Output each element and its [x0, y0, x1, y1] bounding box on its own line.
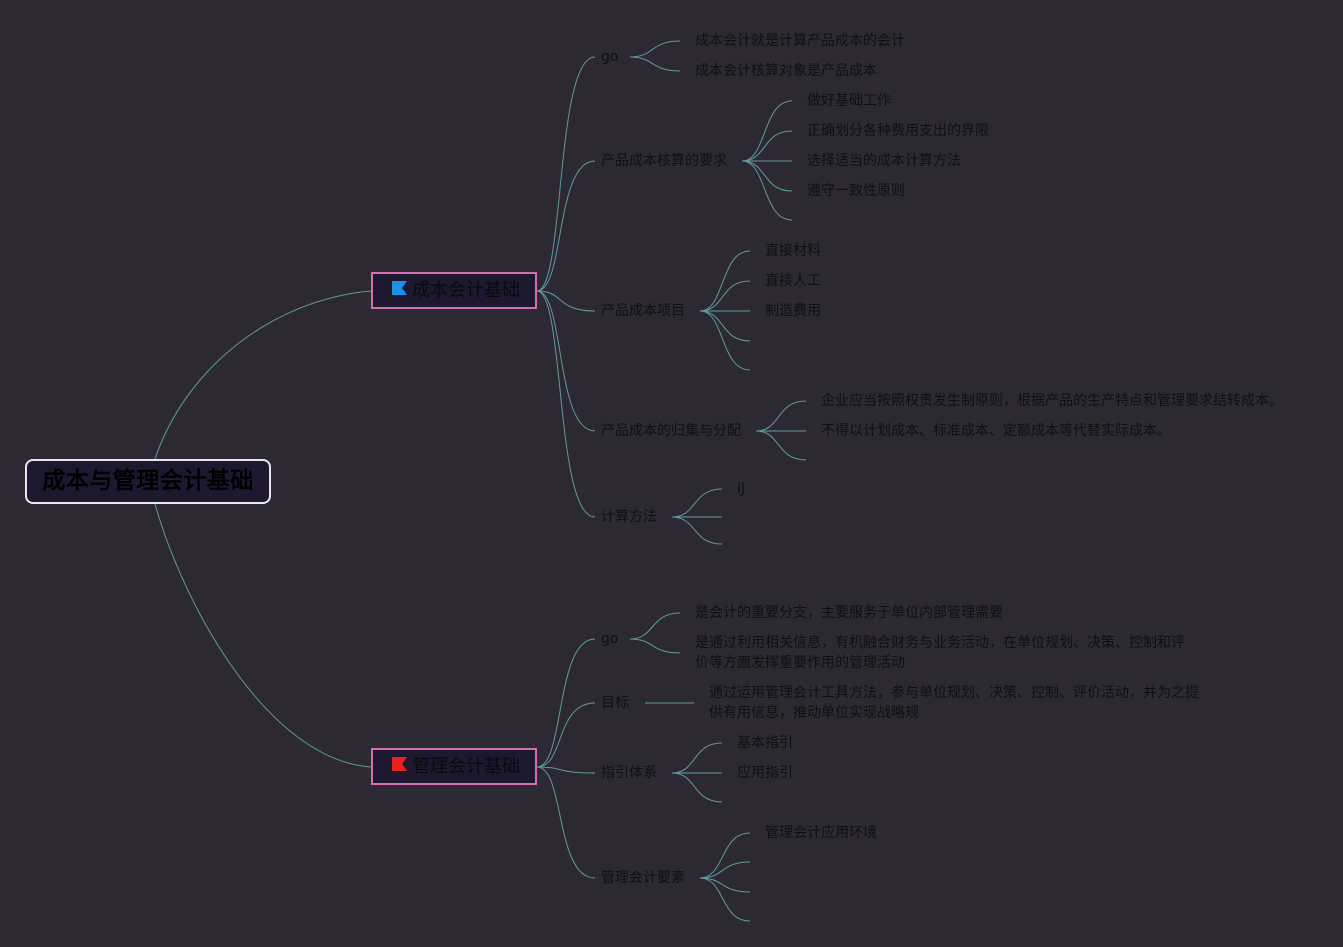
connector-line — [699, 861, 751, 879]
connector-line — [629, 40, 681, 58]
connector-line — [671, 742, 723, 774]
connector-line — [154, 290, 372, 460]
connector-line — [699, 310, 751, 371]
connector-line — [741, 130, 793, 162]
leaf-item[interactable]: 不得以计划成本、标准成本、定额成本等代替实际成本。 — [821, 423, 1171, 439]
connector-line — [699, 250, 751, 312]
leaf-item[interactable]: 直接人工 — [765, 273, 821, 289]
leaf-item[interactable]: 遵守一致性原则 — [807, 183, 905, 199]
leaf-item[interactable]: 企业应当按照权责发生制原则，根据产品的生产特点和管理要求结转成本。 — [821, 393, 1283, 409]
leaf-item[interactable]: 是通过利用相关信息，有机融合财务与业务活动，在单位规划、决策、控制和评价等方面发… — [695, 635, 1185, 671]
leaf-item[interactable]: 成本会计核算对象是产品成本 — [695, 63, 877, 79]
leaf-item[interactable]: iJ — [737, 481, 746, 497]
subtopic-go[interactable]: go — [601, 49, 619, 65]
leaf-item[interactable]: 基本指引 — [737, 735, 793, 751]
connector-line — [629, 612, 681, 640]
root-topic[interactable]: 成本与管理会计基础 — [25, 459, 271, 504]
leaf-item[interactable]: 通过运用管理会计工具方法，参与单位规划、决策、控制、评价活动，并为之提供有用信息… — [709, 685, 1199, 721]
leaf-item[interactable]: 应用指引 — [737, 765, 793, 781]
connector-line — [741, 160, 793, 192]
leaf-item[interactable]: 直接材料 — [765, 243, 821, 259]
connector-line — [536, 702, 596, 768]
connector-line — [671, 488, 723, 518]
subtopic-cost-allocation[interactable]: 产品成本的归集与分配 — [601, 423, 741, 439]
subtopic-calculation-methods[interactable]: 计算方法 — [601, 509, 657, 525]
connector-line — [629, 56, 681, 72]
connector-line — [671, 772, 723, 803]
leaf-item[interactable]: 正确划分各种费用支出的界限 — [807, 123, 989, 139]
leaf-item[interactable]: 管理会计应用环境 — [765, 825, 877, 841]
main-topic-label: 管理会计基础 — [412, 756, 520, 777]
connector-line — [699, 280, 751, 312]
connector-line — [699, 877, 751, 893]
connector-line — [699, 310, 751, 342]
connector-line — [755, 430, 807, 461]
connector-line — [629, 638, 681, 654]
leaf-item[interactable]: 是会计的重要分支，主要服务于单位内部管理需要 — [695, 605, 1003, 621]
subtopic-costing-requirements[interactable]: 产品成本核算的要求 — [601, 153, 727, 169]
connector-line — [671, 516, 723, 545]
subtopic-cost-items[interactable]: 产品成本项目 — [601, 303, 685, 319]
connector-line — [741, 160, 793, 221]
subtopic-elements[interactable]: 管理会计要素 — [601, 870, 685, 886]
subtopic-go[interactable]: go — [601, 631, 619, 647]
leaf-item[interactable]: 做好基础工作 — [807, 93, 891, 109]
blue-flag-icon — [390, 280, 407, 301]
red-flag-icon — [390, 756, 407, 777]
main-topic-cost-accounting[interactable]: 成本会计基础 — [371, 272, 537, 309]
leaf-item[interactable]: 制造费用 — [765, 303, 821, 319]
subtopic-objective[interactable]: 目标 — [601, 695, 629, 711]
connector-line — [699, 877, 751, 922]
connector-line — [154, 503, 372, 768]
main-topic-management-accounting[interactable]: 管理会计基础 — [371, 748, 537, 785]
connector-line — [755, 400, 807, 432]
connector-line — [536, 290, 596, 432]
connector-line — [536, 160, 596, 292]
connector-line — [536, 290, 596, 312]
connector-line — [536, 638, 596, 768]
main-topic-label: 成本会计基础 — [412, 280, 520, 301]
connector-line — [536, 56, 596, 292]
leaf-item[interactable]: 成本会计就是计算产品成本的会计 — [695, 33, 905, 49]
leaf-item[interactable]: 选择适当的成本计算方法 — [807, 153, 961, 169]
connector-line — [741, 100, 793, 162]
connector-line — [699, 832, 751, 879]
subtopic-guideline-system[interactable]: 指引体系 — [601, 765, 657, 781]
connector-line — [536, 766, 596, 774]
connector-line — [536, 290, 596, 518]
connector-line — [536, 766, 596, 879]
